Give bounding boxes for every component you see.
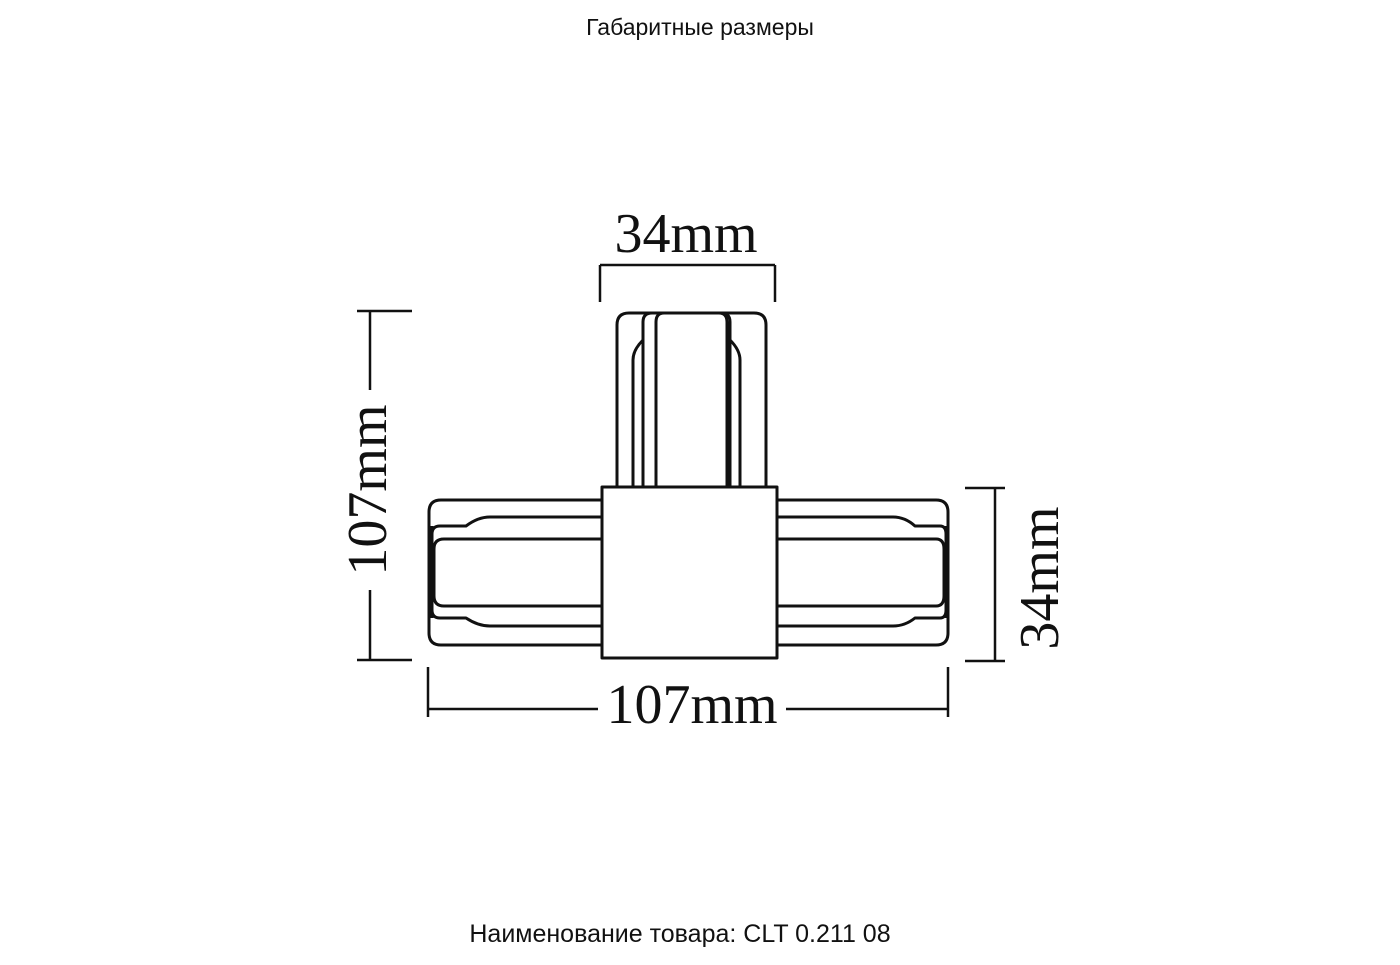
top-width-label: 34mm [614, 203, 757, 265]
page-title: Габаритные размеры [586, 14, 814, 40]
product-name: Наименование товара: CLT 0.211 08 [469, 920, 891, 948]
right-arm [777, 498, 950, 647]
t-connector-outline [427, 311, 950, 660]
center-block [600, 485, 779, 660]
left-arm [427, 498, 602, 647]
right-height-label: 34mm [1009, 506, 1071, 649]
left-height-label: 107mm [337, 404, 399, 575]
dimension-lines [357, 263, 1005, 717]
top-arm [615, 311, 768, 487]
bottom-width-label: 107mm [606, 674, 777, 736]
